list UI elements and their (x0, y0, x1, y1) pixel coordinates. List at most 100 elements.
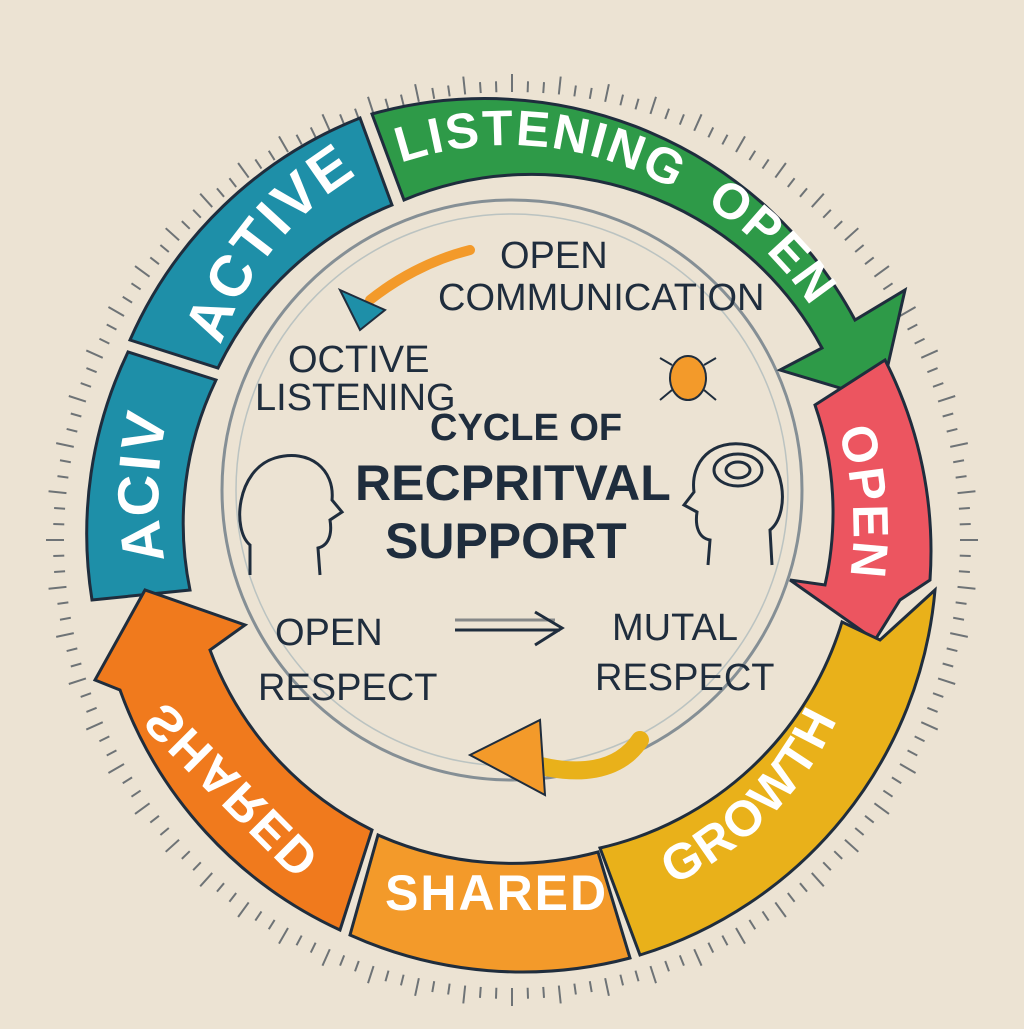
tick-mark (915, 736, 925, 741)
tick-mark (927, 368, 937, 372)
tick-mark (892, 777, 901, 783)
tick-mark (297, 936, 302, 946)
tick-mark (943, 413, 954, 416)
tick-mark (736, 928, 745, 944)
tick-mark (71, 663, 82, 666)
tick-mark (559, 986, 561, 1004)
tick-mark (69, 678, 86, 684)
tick-mark (200, 194, 212, 207)
tick-mark (432, 981, 434, 992)
tick-mark (385, 99, 388, 110)
tick-mark (368, 966, 374, 983)
tick-mark (574, 85, 576, 96)
tick-mark (665, 109, 669, 119)
tick-mark (160, 245, 168, 252)
tick-mark (950, 443, 968, 447)
tick-mark (415, 978, 419, 996)
tick-mark (368, 97, 374, 114)
tick-mark (160, 828, 168, 835)
tick-mark (107, 325, 117, 330)
tick-mark (279, 136, 288, 152)
tick-mark (131, 791, 140, 797)
tick-mark (340, 114, 344, 124)
tick-mark (86, 708, 96, 712)
tick-mark (448, 984, 450, 995)
tick-mark (415, 84, 419, 102)
tick-mark (883, 791, 892, 797)
tick-mark (255, 911, 261, 920)
open-respect-line1: OPEN (275, 612, 383, 654)
arrow-right-icon (455, 612, 562, 645)
tick-mark (874, 803, 889, 814)
tick-mark (238, 163, 249, 178)
tick-mark (958, 587, 976, 589)
tick-mark (736, 136, 745, 152)
tick-mark (217, 883, 224, 891)
tick-mark (131, 283, 140, 289)
tick-mark (135, 266, 150, 277)
tick-mark (933, 693, 943, 697)
tick-mark (956, 602, 967, 604)
tick-mark (927, 708, 937, 712)
tick-mark (590, 88, 592, 99)
tick-mark (947, 429, 958, 432)
tick-mark (166, 228, 179, 240)
tick-mark (933, 383, 943, 387)
tick-mark (81, 693, 91, 697)
tick-mark (722, 936, 727, 946)
tick-mark (448, 85, 450, 96)
tick-mark (432, 88, 434, 99)
tick-mark (67, 429, 78, 432)
center-line2: RECPRITVAL (355, 455, 671, 511)
tick-mark (123, 777, 132, 783)
center-line3: SUPPORT (385, 513, 627, 569)
tick-mark (855, 245, 863, 252)
tick-mark (694, 949, 701, 965)
tick-mark (69, 396, 86, 402)
tick-mark (279, 928, 288, 944)
tick-mark (463, 986, 465, 1004)
tick-mark (60, 618, 71, 620)
tick-mark (71, 413, 82, 416)
tick-mark (99, 339, 109, 344)
tick-mark (749, 151, 755, 160)
tick-mark (635, 99, 638, 110)
tick-mark (193, 210, 201, 218)
tick-mark (49, 491, 67, 493)
tick-mark (915, 339, 925, 344)
tick-mark (620, 95, 623, 106)
head-left-icon (240, 456, 342, 575)
tick-mark (749, 920, 755, 929)
tick-mark (60, 460, 71, 462)
tick-mark (182, 851, 190, 859)
tick-mark (650, 97, 656, 114)
tick-mark (99, 736, 109, 741)
tick-mark (958, 491, 976, 493)
tick-mark (166, 840, 179, 852)
tick-mark (865, 257, 874, 264)
tick-mark (845, 840, 858, 852)
mutal-line1: MUTAL (612, 607, 738, 649)
tick-mark (959, 508, 970, 509)
tick-mark (775, 163, 786, 178)
tick-mark (269, 151, 275, 160)
open-communication-line2: COMMUNICATION (438, 277, 765, 319)
tick-mark (229, 178, 236, 187)
center-line1: CYCLE OF (430, 407, 622, 449)
tick-mark (463, 77, 465, 95)
curved-arrow-bottom-icon (470, 720, 640, 795)
tick-mark (56, 443, 74, 447)
tick-mark (401, 975, 404, 986)
tick-mark (238, 902, 249, 917)
tick-mark (322, 114, 329, 130)
tick-mark (788, 893, 795, 902)
tick-mark (763, 159, 769, 168)
tick-mark (57, 602, 68, 604)
tick-mark (590, 981, 592, 992)
tick-mark (108, 307, 124, 316)
tick-mark (883, 283, 892, 289)
tick-mark (708, 127, 713, 137)
octive-line1: OCTIVE (288, 339, 429, 381)
open-respect-line2: RESPECT (258, 667, 437, 709)
